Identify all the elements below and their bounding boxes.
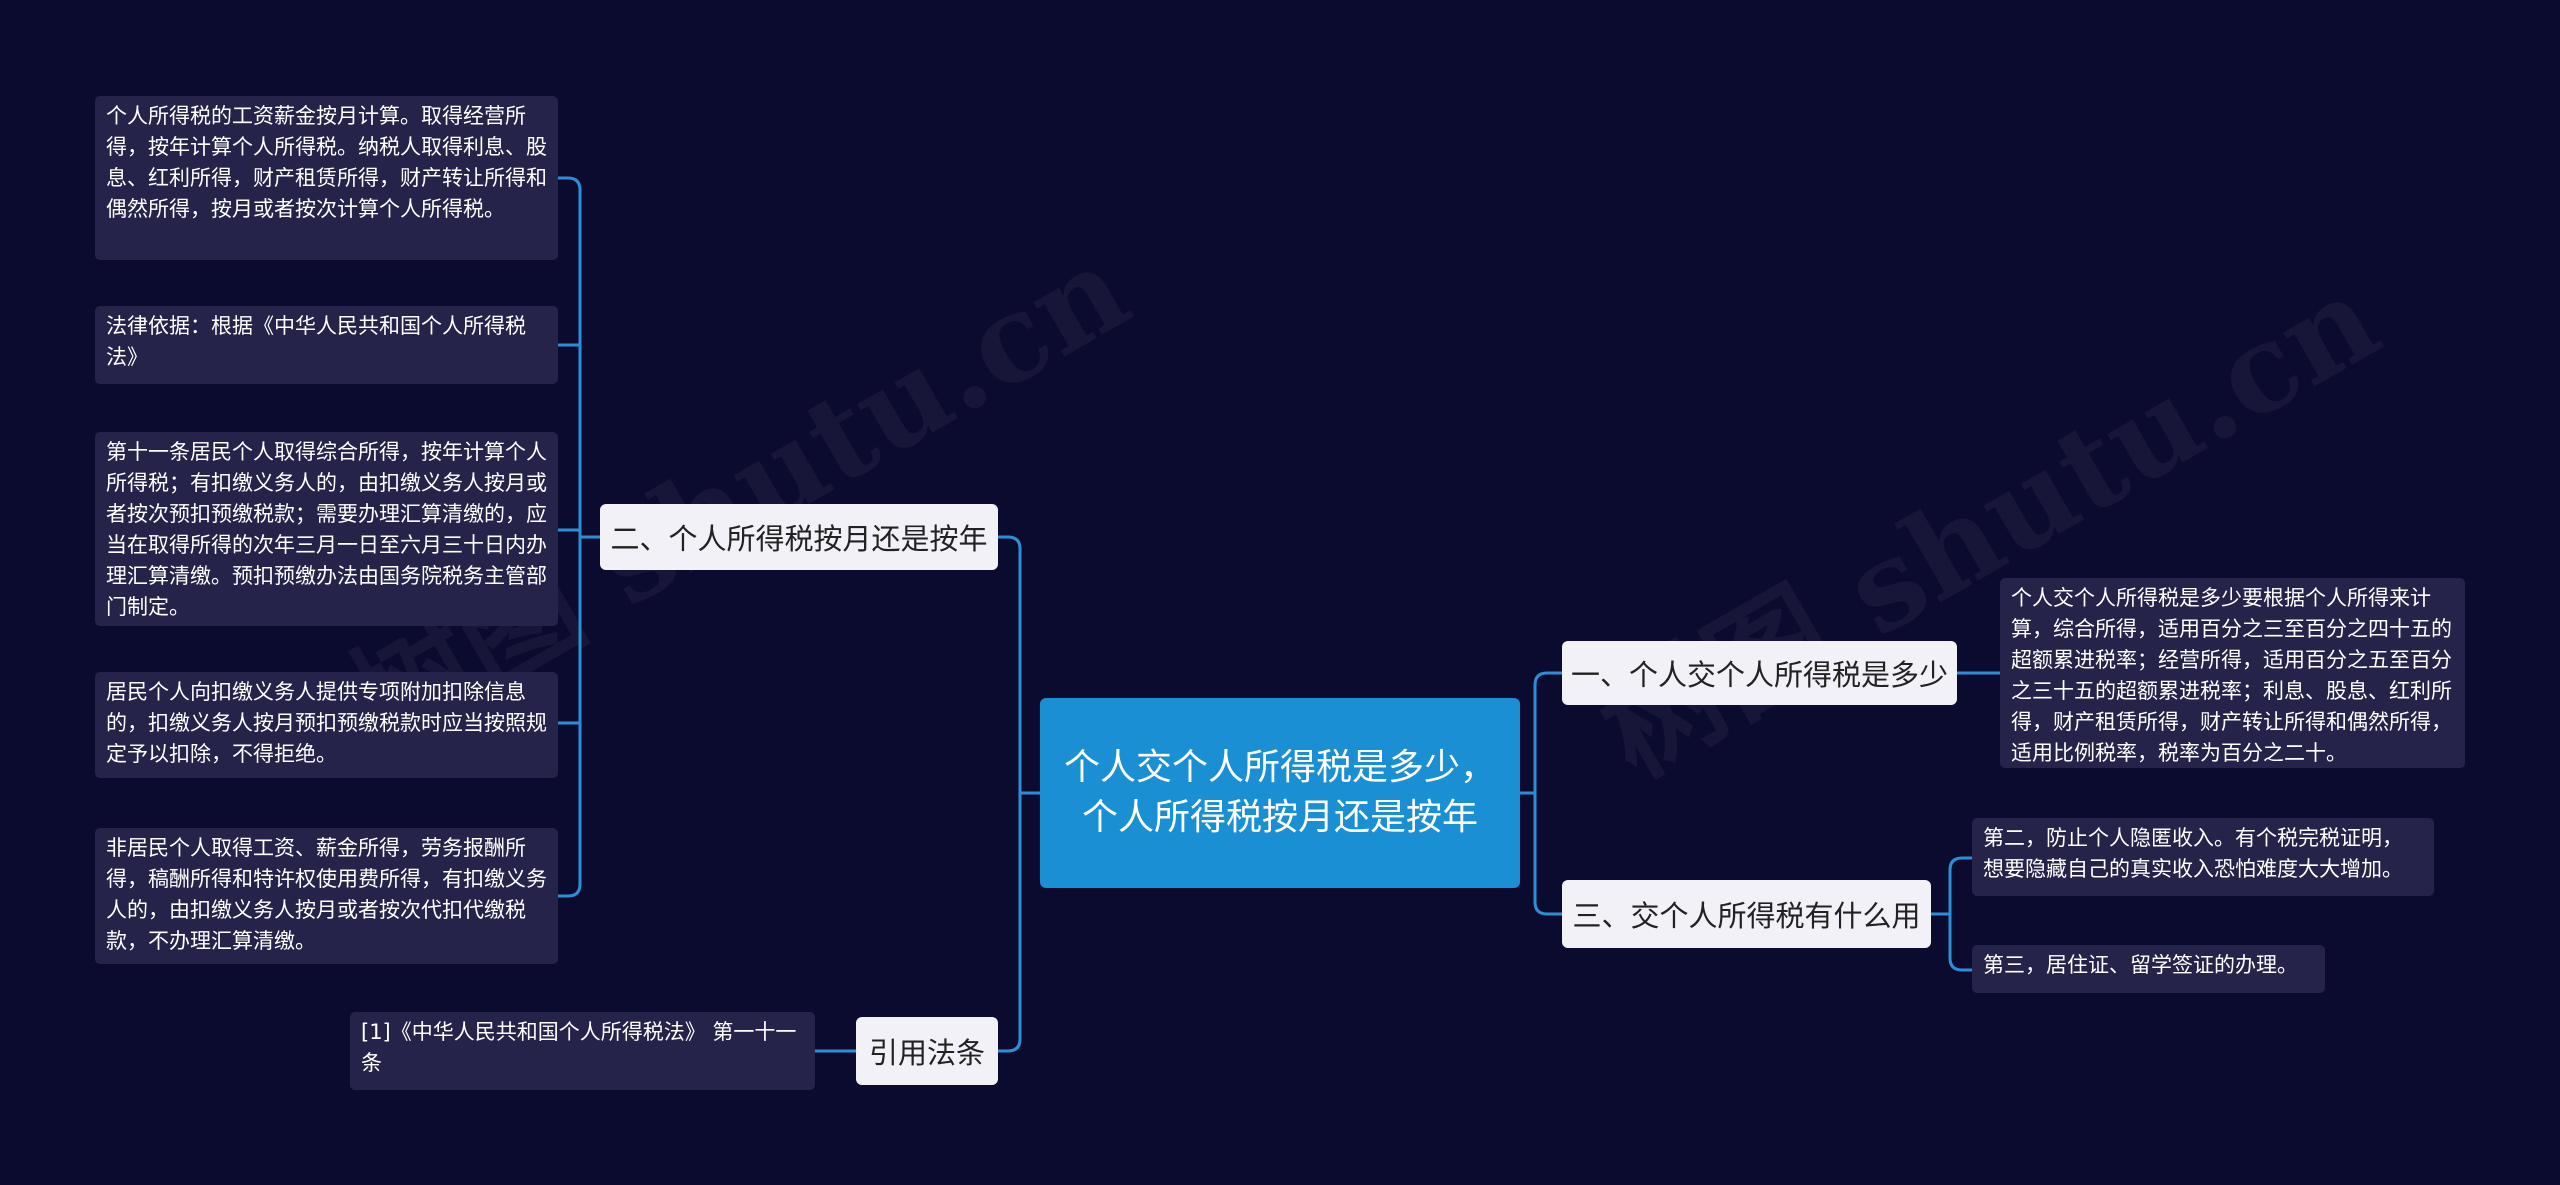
connector (556, 176, 582, 192)
leaf-law-citation[interactable]: [1]《中华人民共和国个人所得税法》 第一十一条 (350, 1012, 815, 1090)
connector (1948, 956, 1974, 972)
connector (556, 882, 582, 898)
leaf-legal-basis[interactable]: 法律依据：根据《中华人民共和国个人所得税法》 (95, 306, 558, 384)
leaf-tax-rates[interactable]: 个人交个人所得税是多少要根据个人所得来计算，综合所得，适用百分之三至百分之四十五… (2000, 578, 2465, 768)
branch-monthly-or-yearly[interactable]: 二、个人所得税按月还是按年 (600, 504, 998, 570)
connector (996, 1037, 1022, 1053)
connector (1533, 900, 1564, 916)
branch-how-much-tax[interactable]: 一、个人交个人所得税是多少 (1562, 641, 1957, 705)
leaf-prevent-hidden-income[interactable]: 第二，防止个人隐匿收入。有个税完税证明，想要隐藏自己的真实收入恐怕难度大大增加。 (1972, 818, 2434, 896)
connector (1948, 856, 1974, 872)
leaf-special-deduction[interactable]: 居民个人向扣缴义务人提供专项附加扣除信息的，扣缴义务人按月预扣预缴税款时应当按照… (95, 672, 558, 778)
leaf-non-resident[interactable]: 非居民个人取得工资、薪金所得，劳务报酬所得，稿酬所得和特许权使用费所得，有扣缴义… (95, 828, 558, 964)
connector (996, 535, 1022, 551)
root-topic[interactable]: 个人交个人所得税是多少，个人所得税按月还是按年 (1040, 698, 1520, 888)
leaf-visa-residence[interactable]: 第三，居住证、留学签证的办理。 (1972, 945, 2325, 993)
leaf-article-eleven[interactable]: 第十一条居民个人取得综合所得，按年计算个人所得税；有扣缴义务人的，由扣缴义务人按… (95, 432, 558, 626)
branch-cited-law[interactable]: 引用法条 (856, 1017, 998, 1085)
branch-tax-purpose[interactable]: 三、交个人所得税有什么用 (1562, 880, 1931, 948)
connector (1533, 671, 1564, 687)
leaf-wage-monthly[interactable]: 个人所得税的工资薪金按月计算。取得经营所得，按年计算个人所得税。纳税人取得利息、… (95, 96, 558, 260)
